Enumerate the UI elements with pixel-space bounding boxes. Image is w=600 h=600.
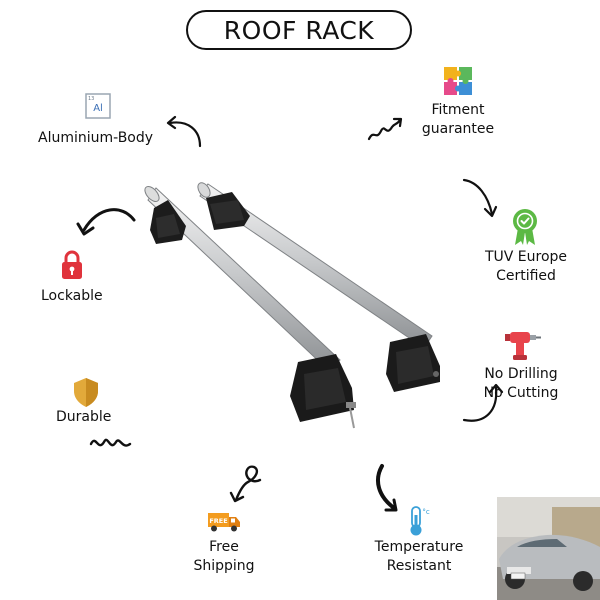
squiggle-arrow-icon (89, 438, 132, 447)
shipping-line-1: Free (209, 539, 239, 555)
front-foot-left (150, 200, 186, 244)
rear-foot-left (206, 192, 250, 230)
curved-arrow-icon (76, 208, 136, 236)
drilling-line-1: No Drilling (484, 366, 558, 382)
tuv-line-2: Certified (496, 268, 556, 284)
rear-foot-right (386, 334, 440, 392)
svg-text:Al: Al (93, 103, 103, 114)
page-title: ROOF RACK (186, 10, 412, 50)
squiggle-arrow-icon (367, 117, 403, 141)
delivery-truck-icon: FREE (208, 513, 240, 532)
no-drilling-label: No Drilling No Cutting (474, 365, 568, 403)
durable-label: Durable (56, 409, 112, 425)
curved-arrow-icon (462, 383, 504, 422)
aluminium-element-icon: 13 Al (85, 93, 111, 119)
curled-arrow-icon (229, 465, 262, 503)
temperature-resistant-label: Temperature Resistant (366, 538, 472, 576)
lockable-label: Lockable (41, 288, 103, 304)
free-shipping-label: Free Shipping (184, 538, 264, 576)
shield-icon (74, 378, 98, 407)
fitment-line-2: guarantee (421, 121, 495, 137)
thermometer-icon: °c (410, 506, 430, 536)
certified-badge-icon (513, 209, 537, 245)
svg-text:13: 13 (88, 96, 94, 102)
temperature-line-2: Resistant (386, 558, 452, 574)
svg-text:°c: °c (422, 508, 430, 516)
fitment-line-1: Fitment (431, 102, 485, 118)
puzzle-icon (444, 67, 472, 95)
fitment-guarantee-label: Fitment guarantee (415, 101, 501, 139)
roof-rack-product-image (144, 182, 440, 429)
car-thumbnail-image (497, 497, 600, 600)
drilling-line-2: No Cutting (483, 385, 559, 401)
tuv-certified-label: TUV Europe Certified (478, 248, 574, 286)
tuv-line-1: TUV Europe (484, 249, 568, 265)
shipping-line-2: Shipping (193, 558, 255, 574)
svg-text:FREE: FREE (209, 517, 227, 525)
curved-arrow-icon (462, 178, 498, 218)
drill-icon (505, 332, 541, 360)
front-foot-right (290, 354, 356, 429)
curved-arrow-icon (166, 115, 202, 148)
aluminium-body-label: Aluminium-Body (38, 130, 154, 146)
curved-arrow-icon (376, 464, 398, 512)
padlock-icon (62, 250, 82, 279)
temperature-line-1: Temperature (374, 539, 464, 555)
